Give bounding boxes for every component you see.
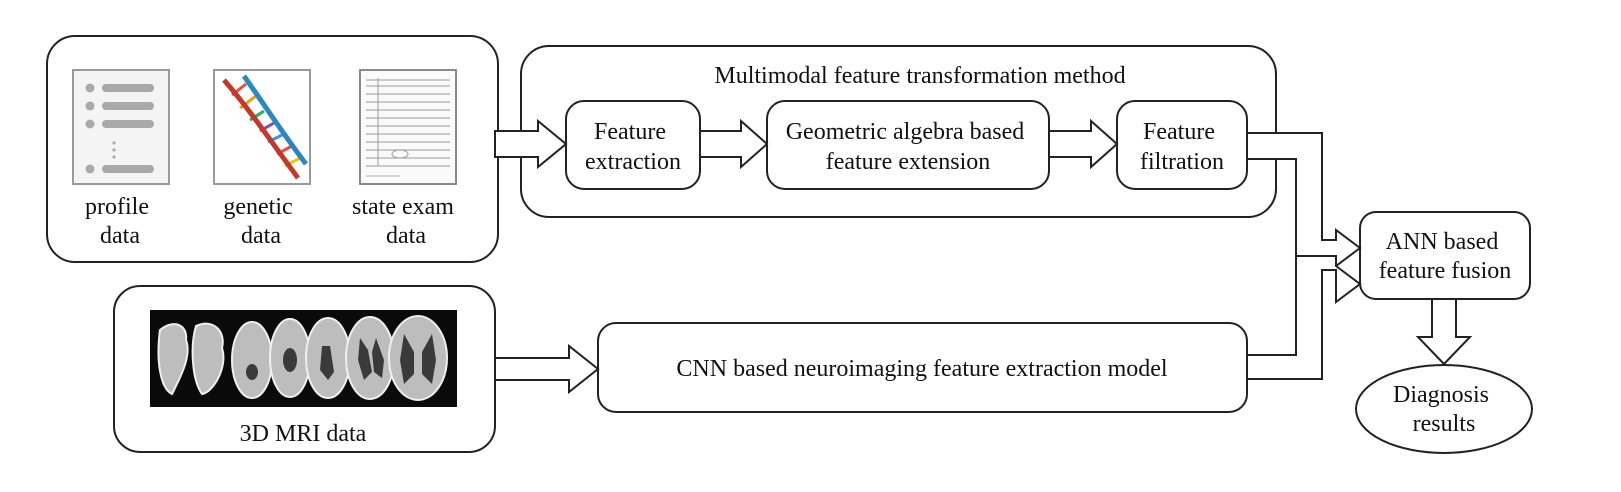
arrow-fusion-to-diagnosis — [1415, 298, 1473, 366]
mri-data-label: 3D MRI data — [240, 421, 367, 447]
exam-document-icon — [359, 69, 457, 185]
diagnosis-results-ellipse — [1355, 364, 1533, 454]
arrow-filtration-to-fusion — [1246, 132, 1362, 268]
geometric-algebra-box — [766, 100, 1050, 190]
profile-list-icon — [72, 69, 170, 185]
transformation-panel-title: Multimodal feature transformation method — [714, 63, 1125, 89]
feature-extraction-label: Feature extraction — [585, 119, 681, 175]
state-exam-data-label: state exam data — [352, 194, 460, 249]
feature-filtration-label: Feature filtration — [1140, 119, 1224, 175]
mri-slices-image — [150, 310, 457, 407]
genetic-data-label: genetic data — [223, 194, 298, 249]
profile-data-label: profile data — [85, 194, 155, 249]
diagnosis-results-label: Diagnosis results — [1393, 382, 1495, 437]
ann-fusion-box — [1359, 211, 1531, 300]
arrow-geometric-to-filtration — [1048, 118, 1119, 170]
arrow-extraction-to-geometric — [699, 118, 769, 170]
arrow-mri-to-cnn — [494, 343, 600, 395]
dna-helix-icon — [213, 69, 311, 185]
geometric-algebra-label: Geometric algebra based feature extensio… — [786, 119, 1031, 175]
ann-fusion-label: ANN based feature fusion — [1379, 229, 1512, 284]
cnn-model-label: CNN based neuroimaging feature extractio… — [676, 356, 1168, 382]
feature-filtration-box — [1116, 100, 1248, 190]
arrow-cnn-to-fusion — [1246, 255, 1362, 380]
feature-extraction-box — [565, 100, 701, 190]
arrow-inputs-to-extraction — [494, 118, 568, 170]
